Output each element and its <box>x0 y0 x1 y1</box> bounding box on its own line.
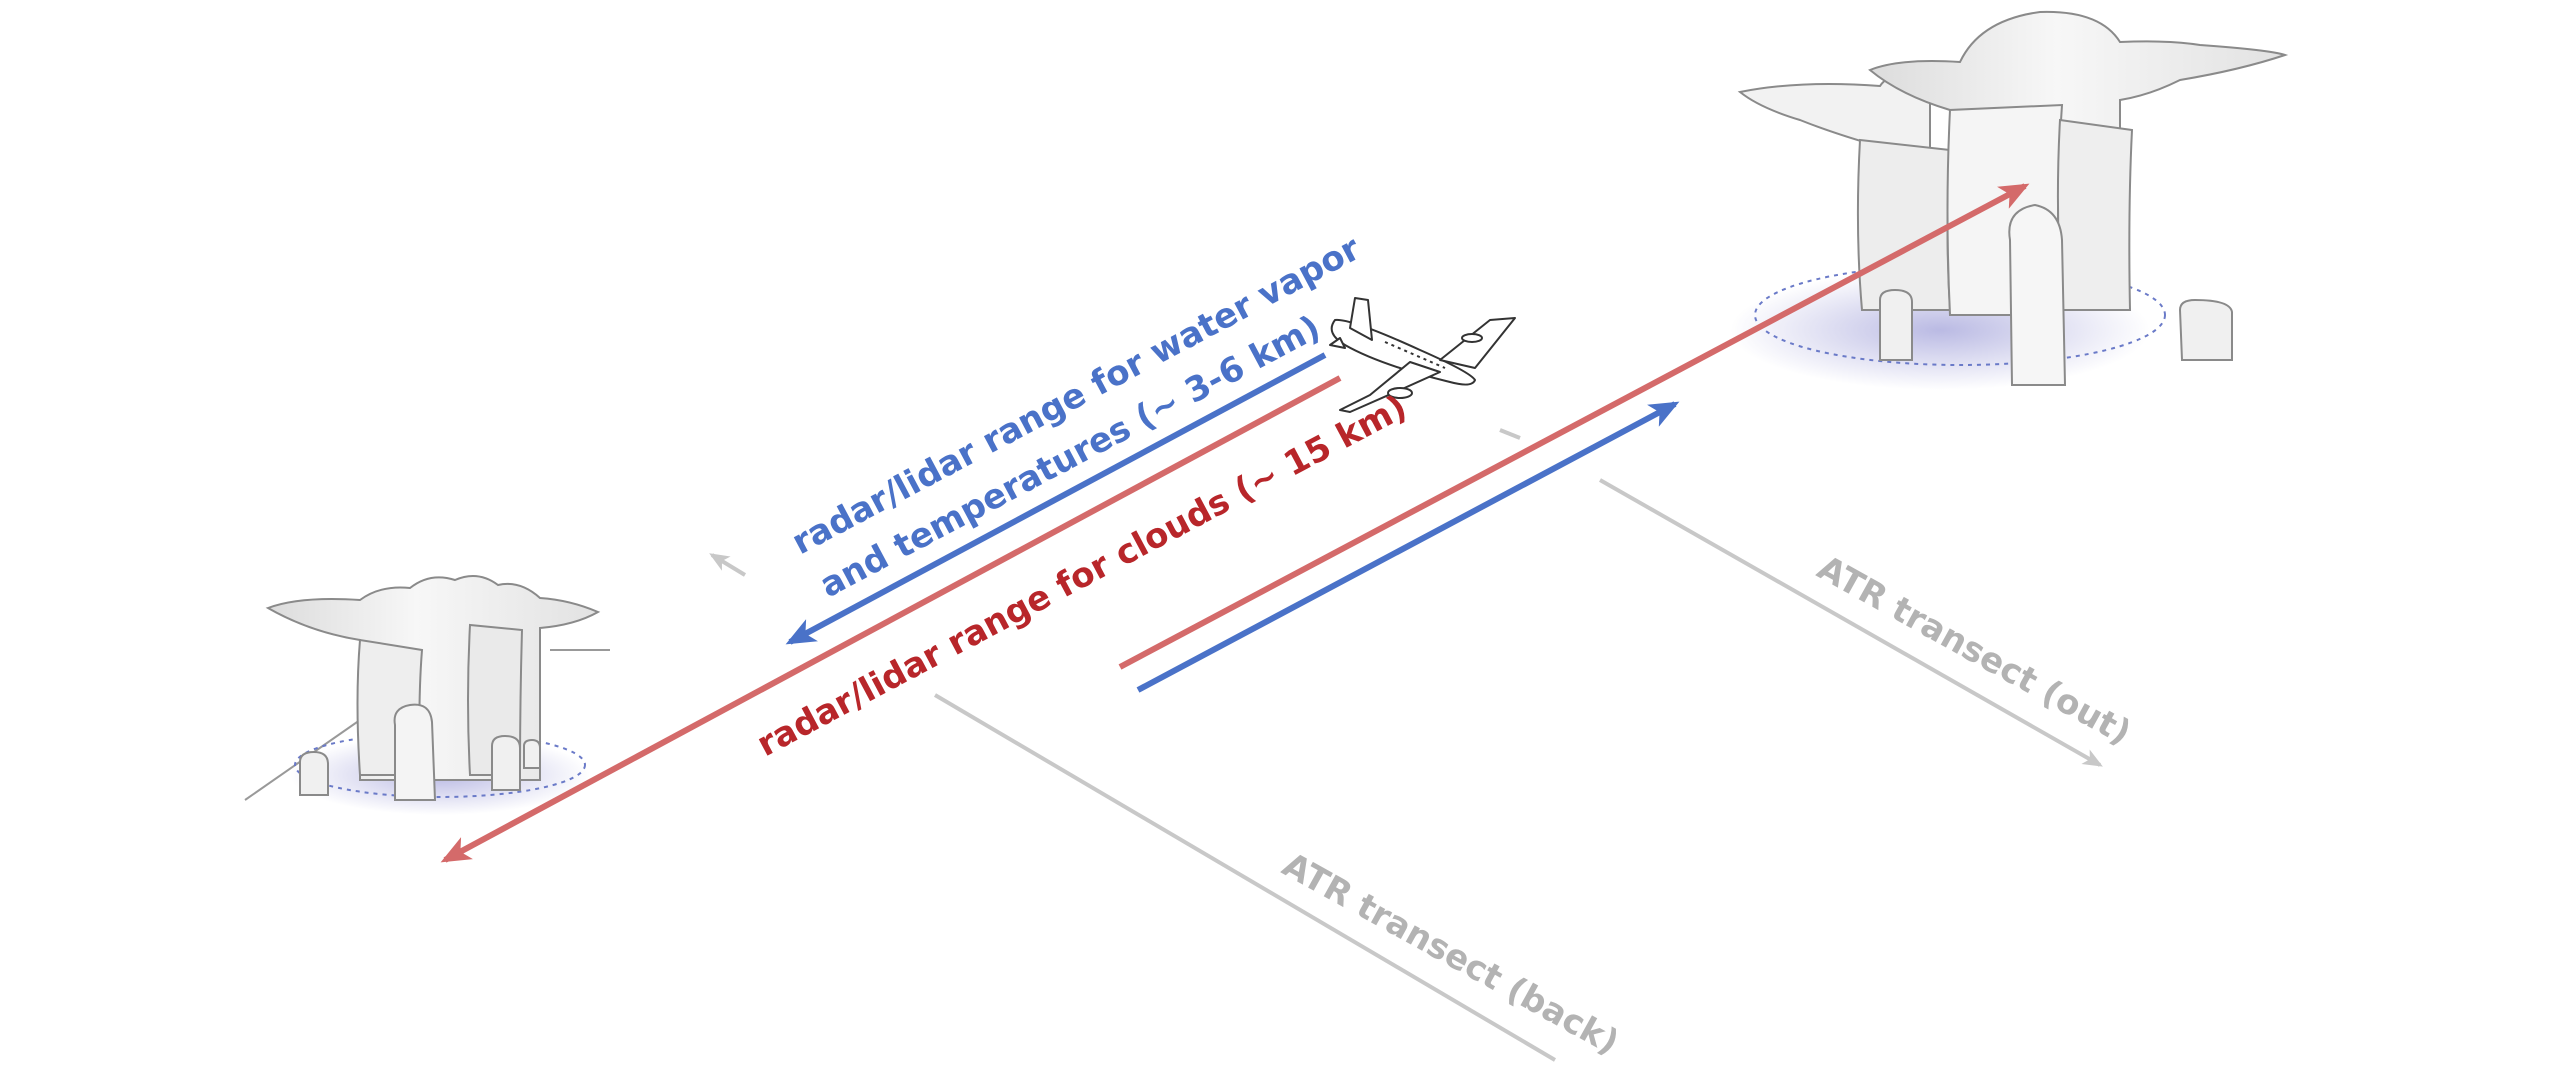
transect-out-label: ATR transect (out) <box>1811 548 2138 753</box>
cumulonimbus-cloud-icon <box>265 575 601 815</box>
transect-back-line <box>709 553 1557 1062</box>
cloud-range-arrow-out <box>1118 183 2030 670</box>
transect-back-label: ATR transect (back) <box>1276 845 1626 1063</box>
transect-out-line <box>1499 428 2103 767</box>
water-vapor-range-arrow-back <box>785 352 1327 645</box>
airplane-icon <box>1329 297 1516 413</box>
cumulonimbus-cloud-icon <box>1730 10 2289 390</box>
cloud-range-arrow-back <box>440 375 1342 863</box>
water-vapor-label-line1: radar/lidar range for water vapor <box>785 228 1367 563</box>
water-vapor-range-arrow-out <box>1136 401 1680 693</box>
